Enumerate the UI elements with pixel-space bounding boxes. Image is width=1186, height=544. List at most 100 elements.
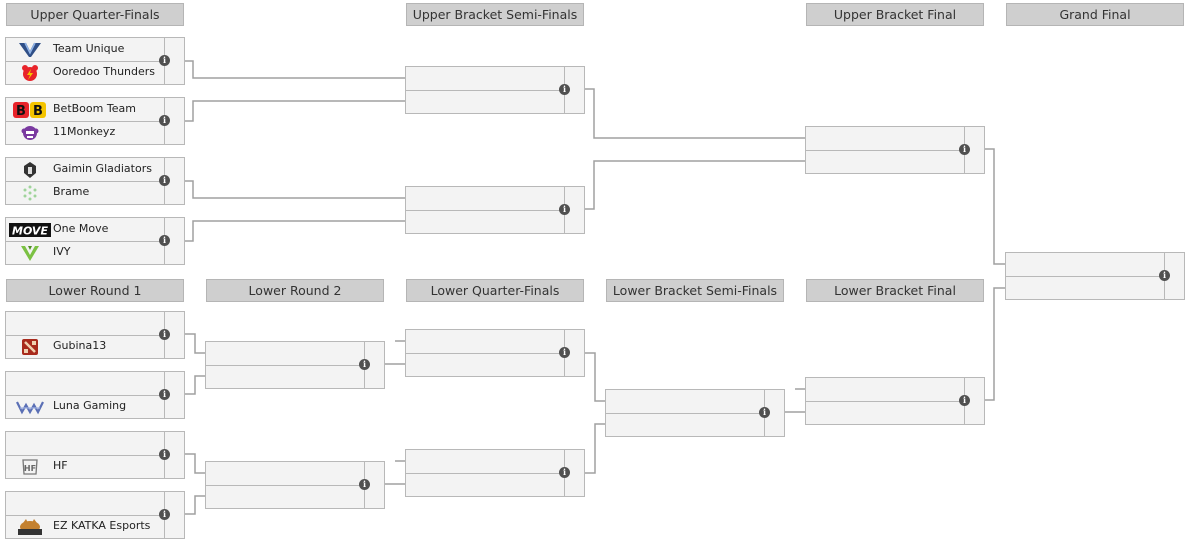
betboom-logo-icon: B B [9,100,51,119]
team-slot[interactable]: Gaimin Gladiators [6,158,164,182]
team-slot[interactable]: B B BetBoom Team [6,98,164,122]
connector-lr1-1 [185,333,205,354]
team-name: BetBoom Team [53,102,136,115]
match-info-icon[interactable]: i [959,144,970,155]
connector-uqf1 [185,60,405,79]
header-lower-round-1: Lower Round 1 [6,279,184,302]
team-slot[interactable] [206,365,364,388]
team-slot[interactable] [6,492,164,516]
connector-lr1-2 [185,375,205,395]
team-slot[interactable] [1006,276,1164,299]
match-ubsf-2: i [405,186,585,234]
team-slot[interactable]: Brame [6,181,164,204]
11monkeyz-logo-icon [9,123,51,142]
connector-uqf2 [185,100,405,122]
match-info-icon[interactable]: i [159,115,170,126]
match-ubf: i [805,126,985,174]
one-move-logo-icon: MOVE [9,220,51,239]
team-slot[interactable] [406,450,564,474]
team-slot[interactable]: IVY [6,241,164,264]
team-slot[interactable]: 11Monkeyz [6,121,164,144]
match-ubsf-1: i [405,66,585,114]
team-slot[interactable] [406,67,564,91]
match-info-icon[interactable]: i [159,389,170,400]
team-slot[interactable] [806,150,964,173]
team-slot[interactable]: MOVE One Move [6,218,164,242]
team-slot[interactable]: Gubina13 [6,335,164,358]
team-slot[interactable] [206,462,364,486]
header-upper-bracket-final: Upper Bracket Final [806,3,984,26]
connector-lqf1 [585,352,605,402]
team-slot[interactable] [6,372,164,396]
team-slot[interactable] [1006,253,1164,277]
header-upper-bracket-semi-finals: Upper Bracket Semi-Finals [406,3,584,26]
team-slot[interactable]: Ooredoo Thunders [6,61,164,84]
match-lr1-1: Gubina13 i [5,311,185,359]
team-slot[interactable] [406,473,564,496]
header-upper-quarter-finals: Upper Quarter-Finals [6,3,184,26]
header-lower-round-2: Lower Round 2 [206,279,384,302]
team-slot[interactable]: EZ KATKA Esports [6,515,164,538]
team-slot[interactable] [406,187,564,211]
team-slot[interactable] [406,210,564,233]
hf-logo-icon: HF [9,457,51,476]
match-info-icon[interactable]: i [159,509,170,520]
team-slot[interactable] [6,312,164,336]
match-lqf-2: i [405,449,585,497]
match-info-icon[interactable]: i [959,395,970,406]
svg-text:B: B [33,104,43,119]
connector-ubsf2 [585,160,805,210]
match-lr1-3: HF HF i [5,431,185,479]
team-slot[interactable] [606,413,764,436]
team-slot[interactable] [806,127,964,151]
match-uqf-1: Team Unique Ooredoo Thunders i [5,37,185,85]
team-slot[interactable] [206,485,364,508]
team-name: Gubina13 [53,339,107,352]
team-slot[interactable] [6,432,164,456]
team-name: Gaimin Gladiators [53,162,152,175]
team-slot[interactable] [406,353,564,376]
team-slot[interactable] [606,390,764,414]
match-lqf-1: i [405,329,585,377]
team-name: Brame [53,185,90,198]
team-slot[interactable]: HF HF [6,455,164,478]
match-info-icon[interactable]: i [559,84,570,95]
team-slot[interactable]: Luna Gaming [6,395,164,418]
team-slot[interactable] [406,90,564,113]
match-lr2-2: i [205,461,385,509]
connector-ubf [985,148,1005,265]
team-name: One Move [53,222,109,235]
header-lower-bracket-semi-finals: Lower Bracket Semi-Finals [606,279,784,302]
match-info-icon[interactable]: i [159,235,170,246]
gaimin-gladiators-logo-icon [9,160,51,179]
match-info-icon[interactable]: i [359,359,370,370]
match-info-icon[interactable]: i [359,479,370,490]
connector-lqf2 [585,423,605,474]
match-info-icon[interactable]: i [159,329,170,340]
connector-uqf4 [185,220,405,242]
match-uqf-3: Gaimin Gladiators Brame i [5,157,185,205]
match-info-icon[interactable]: i [559,204,570,215]
team-slot[interactable] [406,330,564,354]
match-info-icon[interactable]: i [559,467,570,478]
ez-katka-logo-icon [9,517,51,536]
match-info-icon[interactable]: i [159,449,170,460]
header-grand-final: Grand Final [1006,3,1184,26]
match-info-icon[interactable]: i [759,407,770,418]
team-name: HF [53,459,68,472]
match-lbsf: i [605,389,785,437]
team-slot[interactable] [206,342,364,366]
svg-text:B: B [16,104,26,119]
team-slot[interactable]: Team Unique [6,38,164,62]
match-info-icon[interactable]: i [159,175,170,186]
team-slot[interactable] [806,378,964,402]
gubina13-logo-icon [9,337,51,356]
match-lbf: i [805,377,985,425]
team-name: Team Unique [53,42,125,55]
match-info-icon[interactable]: i [1159,270,1170,281]
match-info-icon[interactable]: i [159,55,170,66]
connector-lbf [985,287,1005,401]
match-info-icon[interactable]: i [559,347,570,358]
team-slot[interactable] [806,401,964,424]
